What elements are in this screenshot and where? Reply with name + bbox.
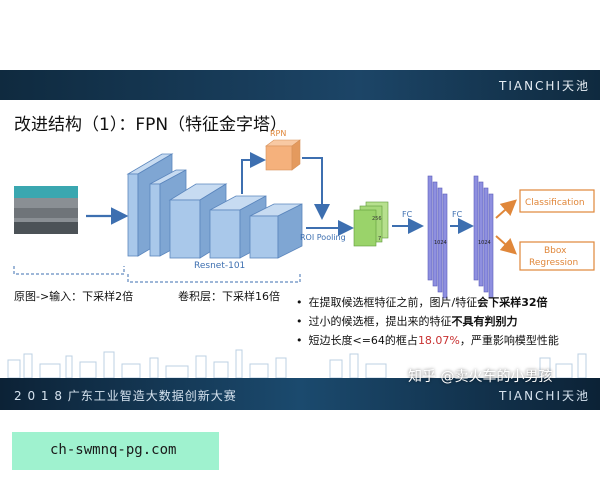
- classification-box: [519, 189, 595, 213]
- bbox-label-line1: Bbox: [544, 246, 567, 256]
- resnet-blocks: [126, 153, 303, 259]
- url-banner: ch-swmnq-pg.com: [12, 432, 219, 470]
- roi-depth-label: 256: [372, 216, 382, 222]
- bullet-1: 在提取候选框特征之前，图片/特征会下采样32倍: [296, 294, 559, 310]
- slide-header-bar: TIANCHI天池: [0, 70, 600, 100]
- roi-feature-stack: [353, 201, 389, 247]
- arrow-rpn-to-roi: [302, 157, 330, 220]
- caption-input: 原图->输入：下采样2倍: [14, 290, 134, 303]
- bbox-box: [519, 241, 595, 271]
- caption-conv: 卷积层：下采样16倍: [178, 290, 280, 303]
- classification-label: Classification: [525, 198, 585, 208]
- rpn-label: RPN: [270, 129, 286, 138]
- fc2-layer: [473, 175, 494, 299]
- zhihu-watermark: 知乎 @卖火车的小男孩: [408, 369, 553, 385]
- slide-footer-bar: 2 0 1 8 广东工业智造大数据创新大赛 TIANCHI天池: [0, 378, 600, 410]
- footer-event-name: 2 0 1 8 广东工业智造大数据创新大赛: [14, 389, 237, 403]
- rpn-box: [265, 139, 301, 171]
- fc2-label: FC: [452, 210, 463, 219]
- bracket-conv: [127, 274, 301, 283]
- fpn-diagram: Resnet-101 RPN ROI Pooling 256 7 FC 1: [13, 129, 595, 299]
- tianchi-logo: TIANCHI天池: [499, 79, 590, 93]
- fc2-dim: 1024: [478, 240, 491, 246]
- roi-pooling-label: ROI Pooling: [300, 233, 346, 242]
- arrow-to-bbox: [495, 235, 517, 255]
- bullet-3: 短边长度<=64的框占18.07%，严重影响模型性能: [296, 332, 559, 348]
- arrow-to-classification: [495, 199, 517, 219]
- arrow-resnet-to-rpn: [241, 152, 266, 194]
- bullet-2: 过小的候选框，提出来的特征不具有判别力: [296, 313, 559, 329]
- bbox-label-line2: Regression: [529, 258, 578, 268]
- footer-tianchi-logo: TIANCHI天池: [499, 389, 590, 403]
- fc1-layer: [427, 175, 448, 299]
- bullet-list: 在提取候选框特征之前，图片/特征会下采样32倍 过小的候选框，提出来的特征不具有…: [296, 294, 559, 351]
- input-image: [14, 186, 78, 234]
- bracket-input: [13, 266, 125, 275]
- fc1-label: FC: [402, 210, 413, 219]
- resnet-label: Resnet-101: [194, 261, 245, 271]
- roi-size-label: 7: [378, 236, 381, 242]
- city-skyline-decoration: [7, 349, 587, 378]
- fc1-dim: 1024: [434, 240, 447, 246]
- slide: TIANCHI天池 改进结构（1）：FPN（特征金字塔）: [0, 70, 600, 410]
- url-text: ch-swmnq-pg.com: [50, 442, 177, 458]
- slide-title: 改进结构（1）：FPN（特征金字塔）: [14, 115, 288, 135]
